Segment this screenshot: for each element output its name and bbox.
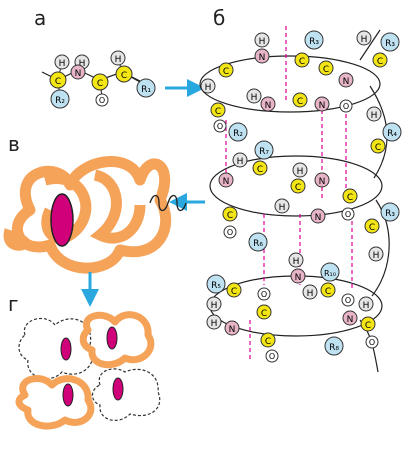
- atom-n: N: [343, 77, 350, 87]
- atom-n: N: [319, 177, 326, 187]
- hydrogen-bonds: [225, 26, 353, 360]
- atom-h: H: [211, 301, 218, 311]
- atom-h: H: [371, 111, 378, 121]
- atom-h: H: [79, 59, 86, 69]
- panel-a-peptide: H C R₂ H N C O H C R₁: [41, 50, 156, 109]
- atom-h: H: [205, 83, 212, 93]
- atom-h: H: [307, 289, 314, 299]
- atom-n: N: [347, 315, 354, 325]
- panel-g-quaternary: [15, 311, 161, 430]
- atom-h: H: [237, 157, 244, 167]
- heme-group: [112, 377, 124, 401]
- panel-label-g: г: [8, 292, 19, 316]
- atom-c: C: [323, 65, 329, 75]
- atom-n: N: [315, 213, 322, 223]
- atom-c: C: [215, 107, 221, 117]
- panel-label-a: а: [34, 6, 47, 30]
- atom-c: C: [55, 77, 61, 87]
- atom-c: C: [369, 223, 375, 233]
- residue-label: R₃: [385, 209, 395, 219]
- atom-c: C: [257, 165, 263, 175]
- atom-o: O: [269, 352, 275, 361]
- atom-h: H: [297, 167, 304, 177]
- atom-c: C: [261, 309, 267, 319]
- atom-c: C: [295, 183, 301, 193]
- residue-label: R₅: [211, 281, 221, 291]
- atom-h: H: [251, 93, 258, 103]
- atom-o: O: [217, 122, 223, 131]
- atom-h: H: [363, 301, 370, 311]
- residue-label: R₂: [233, 129, 243, 139]
- atom-o: O: [345, 210, 351, 219]
- residue-label: R₈: [329, 343, 339, 353]
- atom-h: H: [361, 35, 368, 45]
- residue-r2-label: R₂: [55, 96, 65, 106]
- atom-c: C: [227, 211, 233, 221]
- atom-c: C: [121, 71, 127, 81]
- atom-o: O: [343, 102, 349, 111]
- atom-o: O: [99, 96, 105, 105]
- atom-c: C: [97, 79, 103, 89]
- residue-label: R₃: [385, 39, 395, 49]
- atom-c: C: [377, 57, 383, 67]
- heme-group: [106, 326, 118, 350]
- atom-o: O: [345, 296, 351, 305]
- helix-coil-symbol: [149, 194, 187, 212]
- atom-h: H: [115, 55, 122, 65]
- atom-h: H: [211, 319, 218, 329]
- panel-v-tertiary-fold: [3, 156, 187, 274]
- residue-label: R₆: [253, 239, 263, 249]
- atom-c: C: [347, 193, 353, 203]
- atom-n: N: [223, 177, 230, 187]
- heme-group: [60, 337, 72, 361]
- atom-c: C: [299, 57, 305, 67]
- panel-label-v: в: [8, 132, 20, 156]
- atom-c: C: [325, 287, 331, 297]
- atom-h: H: [373, 251, 380, 261]
- atom-n: N: [75, 69, 82, 79]
- atom-n: N: [265, 101, 272, 111]
- atom-h: H: [293, 257, 300, 267]
- atom-c: C: [297, 97, 303, 107]
- atom-o: O: [227, 228, 233, 237]
- heme-group: [62, 383, 74, 407]
- atom-n: N: [295, 273, 302, 283]
- residue-label: R₇: [259, 147, 269, 157]
- residue-label: R₁₀: [324, 269, 336, 278]
- panel-label-b: б: [213, 6, 226, 30]
- panel-b-alpha-helix: H N C H C O R₂ R₃ C C N H R₃ C H N C N O…: [199, 26, 402, 373]
- atom-c: C: [365, 321, 371, 331]
- atom-n: N: [319, 101, 326, 111]
- atom-n: N: [229, 325, 236, 335]
- atom-o: O: [369, 338, 375, 347]
- atom-c: C: [231, 287, 237, 297]
- heme-group: [50, 193, 74, 247]
- atom-o: O: [261, 290, 267, 299]
- atom-c: C: [223, 67, 229, 77]
- residue-label: R₄: [387, 129, 397, 139]
- residue-r1-label: R₁: [141, 85, 151, 95]
- atom-h: H: [59, 59, 66, 69]
- atom-n: N: [259, 53, 266, 63]
- atom-h: H: [279, 203, 286, 213]
- atom-c: C: [265, 337, 271, 347]
- atom-c: C: [375, 143, 381, 153]
- residue-label: R₃: [309, 37, 319, 47]
- atom-h: H: [259, 37, 266, 47]
